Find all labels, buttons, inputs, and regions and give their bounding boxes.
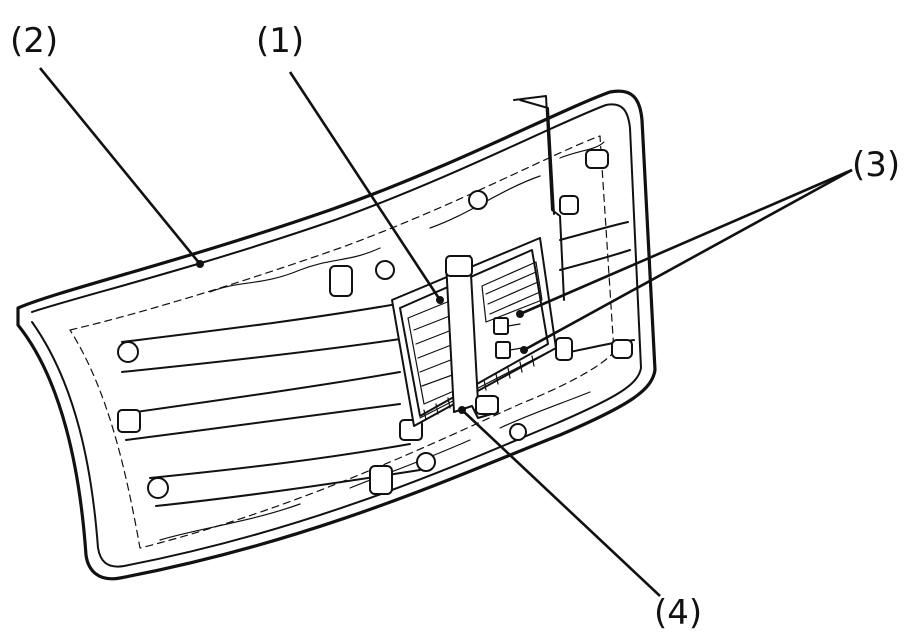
callout-label-2: (2) [10,21,58,61]
connector-lower [495,341,511,359]
leader-lines [38,67,853,597]
grommet [416,452,436,472]
clip [369,465,393,495]
seat-clips [117,149,633,499]
leader-dot-1 [436,296,444,304]
leader-line-1 [288,71,442,301]
grommet [117,341,139,363]
grommet [468,190,488,210]
connector-lead [507,323,523,351]
seat-shell [16,89,657,581]
callout-label-1: (1) [256,21,304,61]
strap-right [559,221,635,353]
sensor-pad-right [481,261,543,323]
seat-wire-frame [513,95,565,301]
sensor-frame [399,249,549,417]
seat-shell-inner [31,103,642,568]
leader-dot-3b [520,346,528,354]
sensor-module [391,237,557,427]
leader-dot-3a [516,310,524,318]
seat-trim-stitch [69,135,615,549]
grommet [509,423,527,441]
leader-line-3a [519,168,853,316]
connector-upper [493,317,509,335]
leader-dot-2 [196,260,204,268]
callout-label-4: (4) [654,593,702,633]
clip [585,149,609,169]
leader-dot-4 [458,406,466,414]
clip [611,339,633,359]
clip [117,409,141,433]
seat-shell-outer [16,89,657,581]
leader-line-2 [38,67,202,265]
sensor-band-top [445,255,473,277]
leader-line-4 [461,409,661,597]
clip [329,265,353,297]
clip [555,337,573,361]
strap-middle [121,371,401,441]
strap-upper [121,299,421,373]
sensor-band-bottom [475,395,499,415]
callout-label-3: (3) [852,145,900,185]
grommet [147,477,169,499]
grommet [375,260,395,280]
clip [559,195,579,215]
leader-line-3b [523,168,853,352]
seat-trim-wrinkle-bottom [159,391,591,541]
